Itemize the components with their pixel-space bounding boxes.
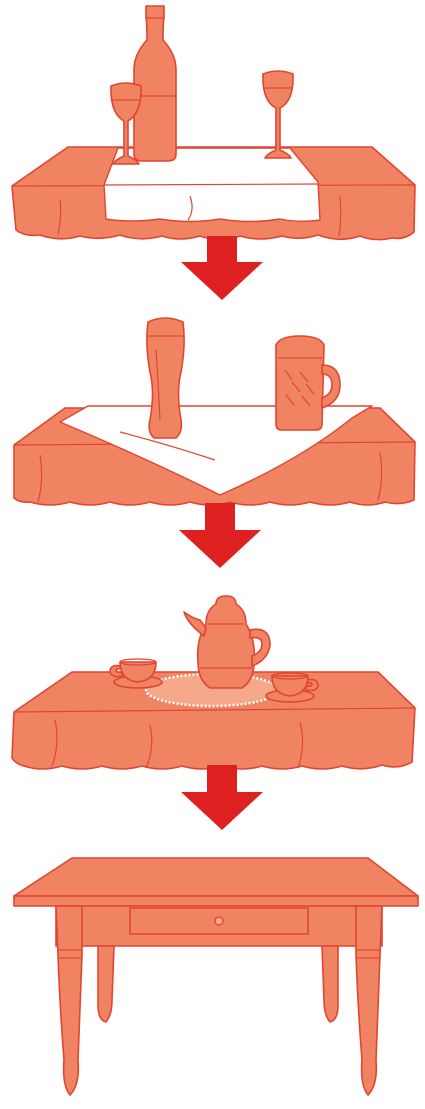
arrow-down-icon [181,236,263,300]
stage-coffee-setting [12,596,415,769]
bottle-icon [134,6,176,161]
table-icon [14,858,418,1095]
beer-glass-icon [147,318,184,438]
arrow-down-icon [179,503,261,568]
drawer-knob-icon [215,917,223,925]
stage-wine-setting [12,6,415,240]
stage-bare-table [14,858,418,1095]
coffee-cup-icon [110,659,162,688]
stage-beer-setting [14,318,415,505]
wine-glass-icon [263,71,293,158]
arrow-down-icon [181,765,263,830]
